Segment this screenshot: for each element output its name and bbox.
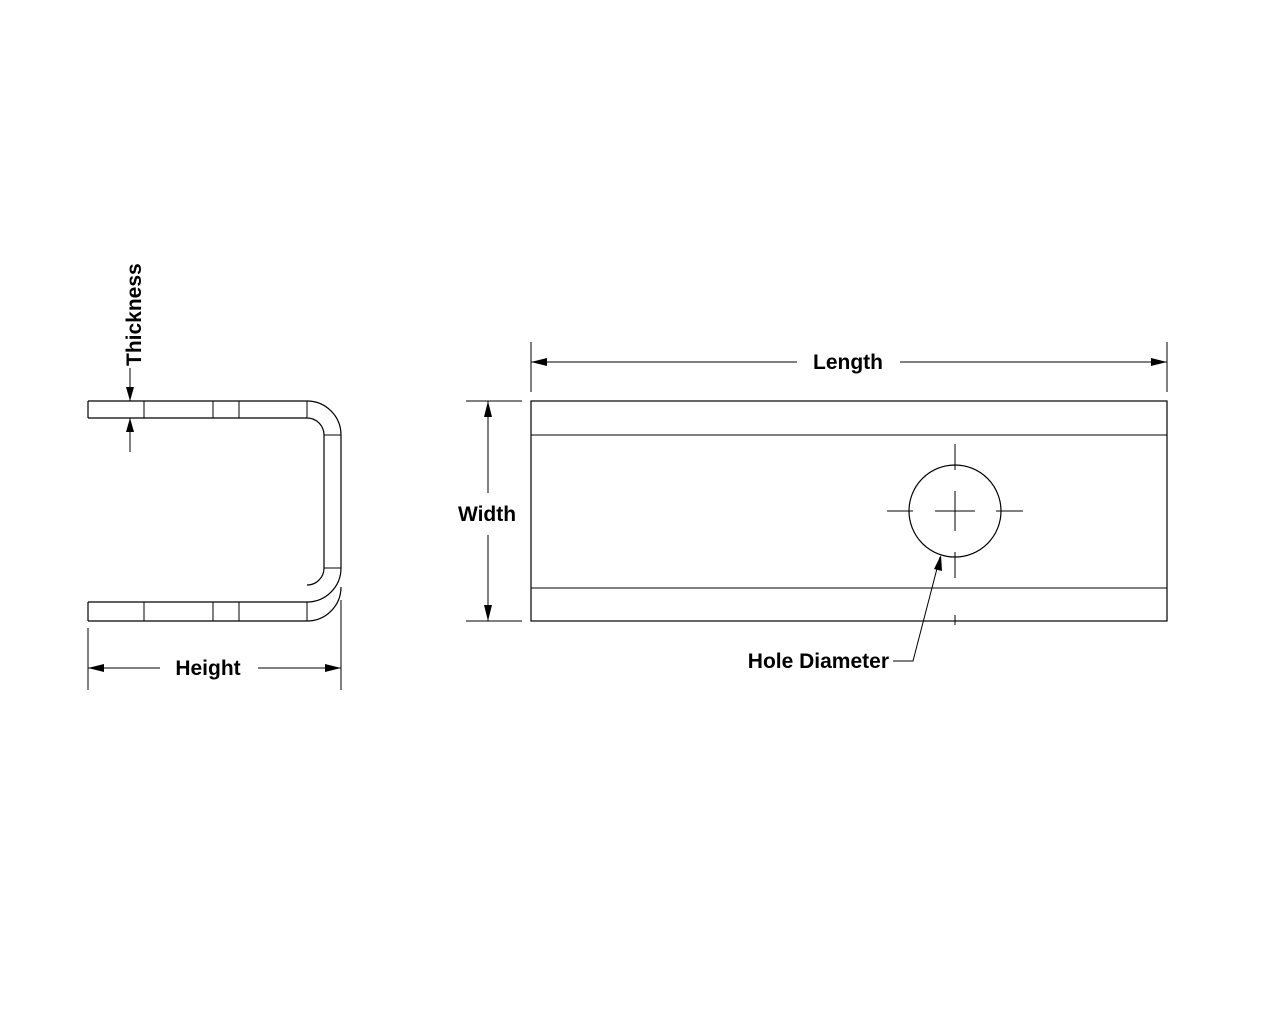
height-dimension: Height xyxy=(87,600,342,690)
length-label: Length xyxy=(813,351,883,374)
top-flange-inner xyxy=(88,417,325,586)
arrowhead xyxy=(531,358,547,366)
hole-diameter-label: Hole Diameter xyxy=(748,650,889,673)
arrowhead xyxy=(325,664,341,672)
bottom-bend-outer xyxy=(306,586,342,622)
plate-outline xyxy=(530,400,1168,622)
side-view xyxy=(87,400,342,622)
length-dimension: Length xyxy=(530,342,1168,392)
arrowhead xyxy=(126,387,134,401)
leader-line xyxy=(893,556,941,662)
arrowhead xyxy=(484,401,492,417)
hole-centerlines xyxy=(887,444,1023,625)
arrowhead xyxy=(126,418,134,432)
hole-diameter-callout: Hole Diameter xyxy=(748,555,942,673)
top-flange-outline xyxy=(88,400,342,603)
arrowhead xyxy=(484,605,492,621)
width-label: Width xyxy=(458,503,516,526)
thickness-dimension: Thickness xyxy=(123,263,146,452)
arrowhead xyxy=(1151,358,1167,366)
height-label: Height xyxy=(175,657,240,680)
arrowhead xyxy=(88,664,104,672)
arrowhead xyxy=(934,555,942,571)
thickness-label: Thickness xyxy=(123,263,146,366)
width-dimension: Width xyxy=(458,400,522,622)
front-view xyxy=(530,400,1168,625)
